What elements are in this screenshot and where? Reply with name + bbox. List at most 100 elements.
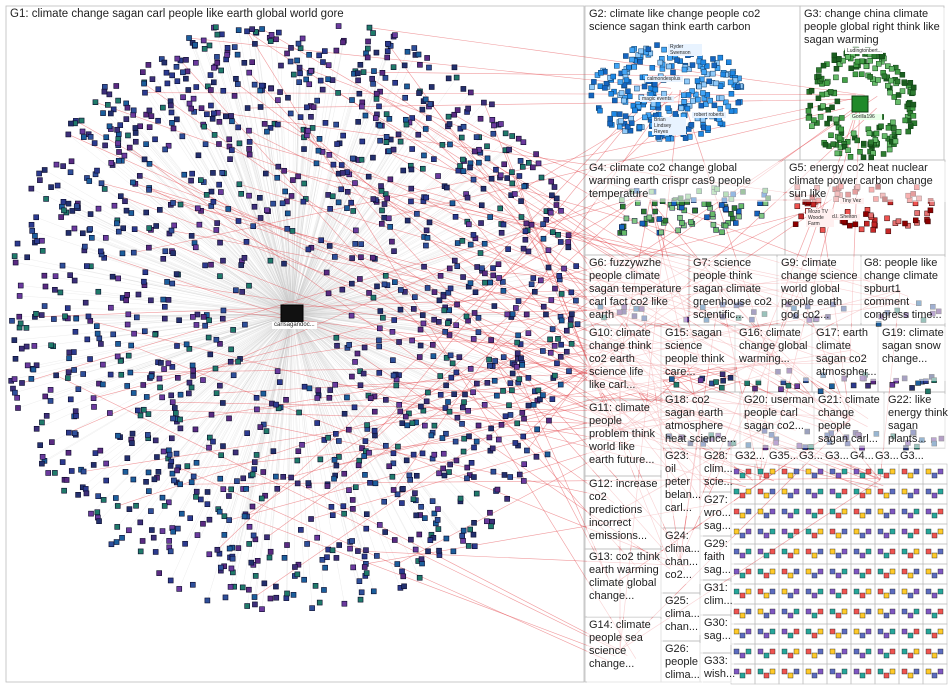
node [441,451,446,456]
node [82,244,87,249]
node [782,469,787,474]
node [842,469,847,474]
node [611,74,616,79]
node [219,453,224,458]
node [349,200,354,205]
node [190,363,195,368]
node [278,90,283,95]
node [262,121,267,126]
node [505,312,510,317]
node [25,363,30,368]
node [12,390,17,395]
node [398,287,403,292]
node [89,511,94,516]
node [15,241,20,246]
node [40,454,45,459]
node [932,653,937,658]
node [229,487,234,492]
node [308,114,313,119]
node [357,579,362,584]
node [890,549,895,554]
node [646,47,651,52]
node [42,167,47,172]
node [900,72,905,77]
node [49,440,54,445]
node [15,395,20,400]
node [740,553,745,558]
node [392,33,397,38]
node [821,63,826,68]
node [701,82,706,87]
node [902,221,907,226]
node [207,552,212,557]
node [472,310,477,315]
node [619,225,624,230]
node [569,312,574,317]
node [890,382,895,387]
group-label-g8: G8: people like change climate spburt1 c… [862,257,950,323]
group-label-g1: G1: climate change sagan carl people lik… [8,8,582,22]
node [295,481,300,486]
node [150,77,155,82]
node [350,506,355,511]
node [454,370,459,375]
node [642,84,647,89]
node [120,251,125,256]
node [374,91,379,96]
node [788,573,793,578]
node [94,168,99,173]
node [91,462,96,467]
group-label-g12: G12: increase co2 predictions incorrect … [587,478,663,546]
group-label-g2: G2: climate like change people co2 scien… [587,8,797,36]
node [370,76,375,81]
node [758,589,763,594]
node [194,460,199,465]
node [535,427,540,432]
node [890,629,895,634]
node [890,649,895,654]
node [295,458,300,463]
node [370,255,375,260]
group-label-g28: G28: clim... scie... [702,450,734,478]
node [379,221,384,226]
node [440,142,445,147]
node [926,569,931,574]
node [165,279,170,284]
node [884,653,889,658]
node [185,69,190,74]
node [163,147,168,152]
node [632,218,637,223]
node [513,305,518,310]
node [349,374,354,379]
node [48,387,53,392]
node [878,469,883,474]
node [425,390,430,395]
node [550,397,555,402]
node [118,123,123,128]
node [541,222,546,227]
node [842,529,847,534]
node [878,629,883,634]
node [699,103,704,108]
node [739,204,744,209]
cluster-label-tinyvez: Tiny Vez [840,198,864,204]
node [487,435,492,440]
node [396,132,401,137]
cluster-label-shelton: d.l. Shelton [830,214,860,220]
node [719,96,724,101]
node [379,184,384,189]
node [377,522,382,527]
node [834,66,839,71]
node [829,133,834,138]
node [436,174,441,179]
node [244,486,249,491]
node [102,89,107,94]
node [721,72,726,77]
node [878,589,883,594]
node [884,573,889,578]
node [100,382,105,387]
node [925,219,930,224]
node [476,160,481,165]
node [910,385,915,390]
node [53,274,58,279]
